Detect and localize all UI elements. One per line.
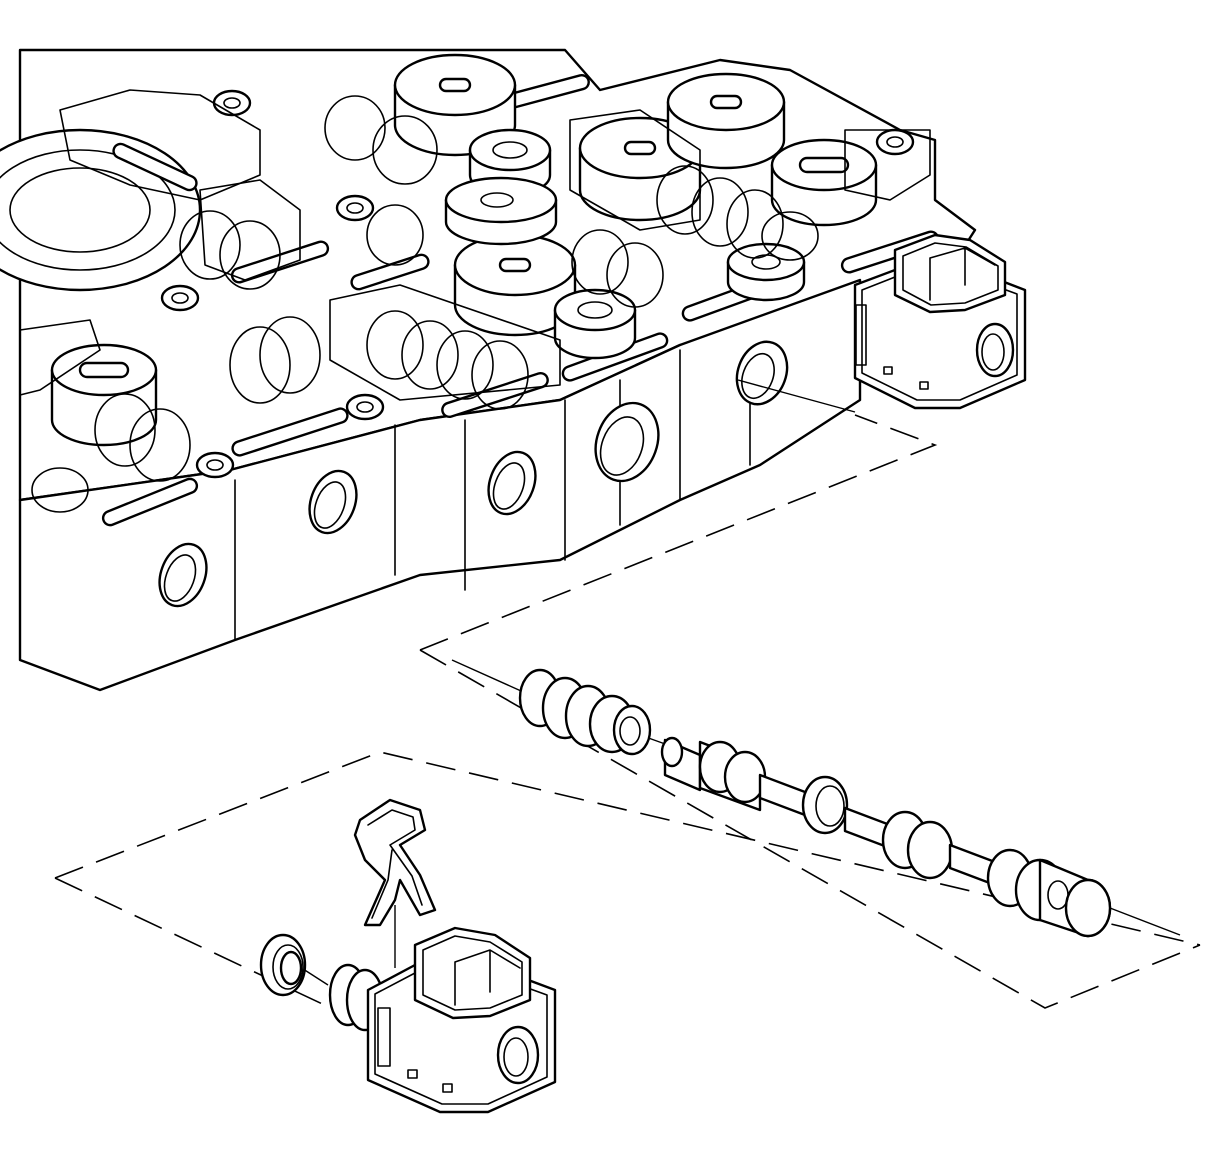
valve-body (0, 48, 977, 692)
installed-solenoid (853, 233, 1027, 410)
o-ring (259, 933, 307, 997)
solenoid (328, 926, 557, 1114)
valve (660, 736, 1112, 938)
retainer-clip (353, 798, 437, 927)
spring (518, 668, 652, 756)
assembly-guide-lines (54, 379, 1201, 1051)
